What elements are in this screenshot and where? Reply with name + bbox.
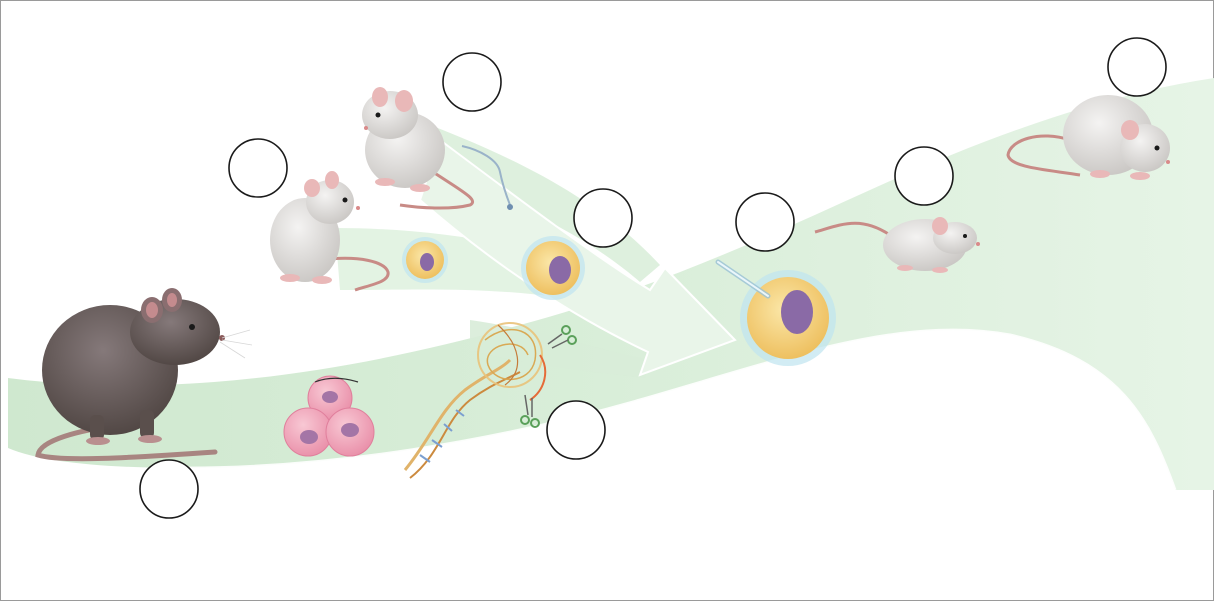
egg-cell-medium: [521, 236, 585, 300]
blank-label-circle-1[interactable]: [229, 139, 287, 197]
blank-label-circle-2[interactable]: [443, 53, 501, 111]
blank-label-circle-5[interactable]: [895, 147, 953, 205]
blank-label-circle-4[interactable]: [736, 193, 794, 251]
egg-cell-small: [402, 237, 448, 283]
blank-label-circle-7[interactable]: [547, 401, 605, 459]
blank-label-circle-8[interactable]: [140, 460, 198, 518]
blank-label-circle-6[interactable]: [1108, 38, 1166, 96]
blank-label-circle-3[interactable]: [574, 189, 632, 247]
